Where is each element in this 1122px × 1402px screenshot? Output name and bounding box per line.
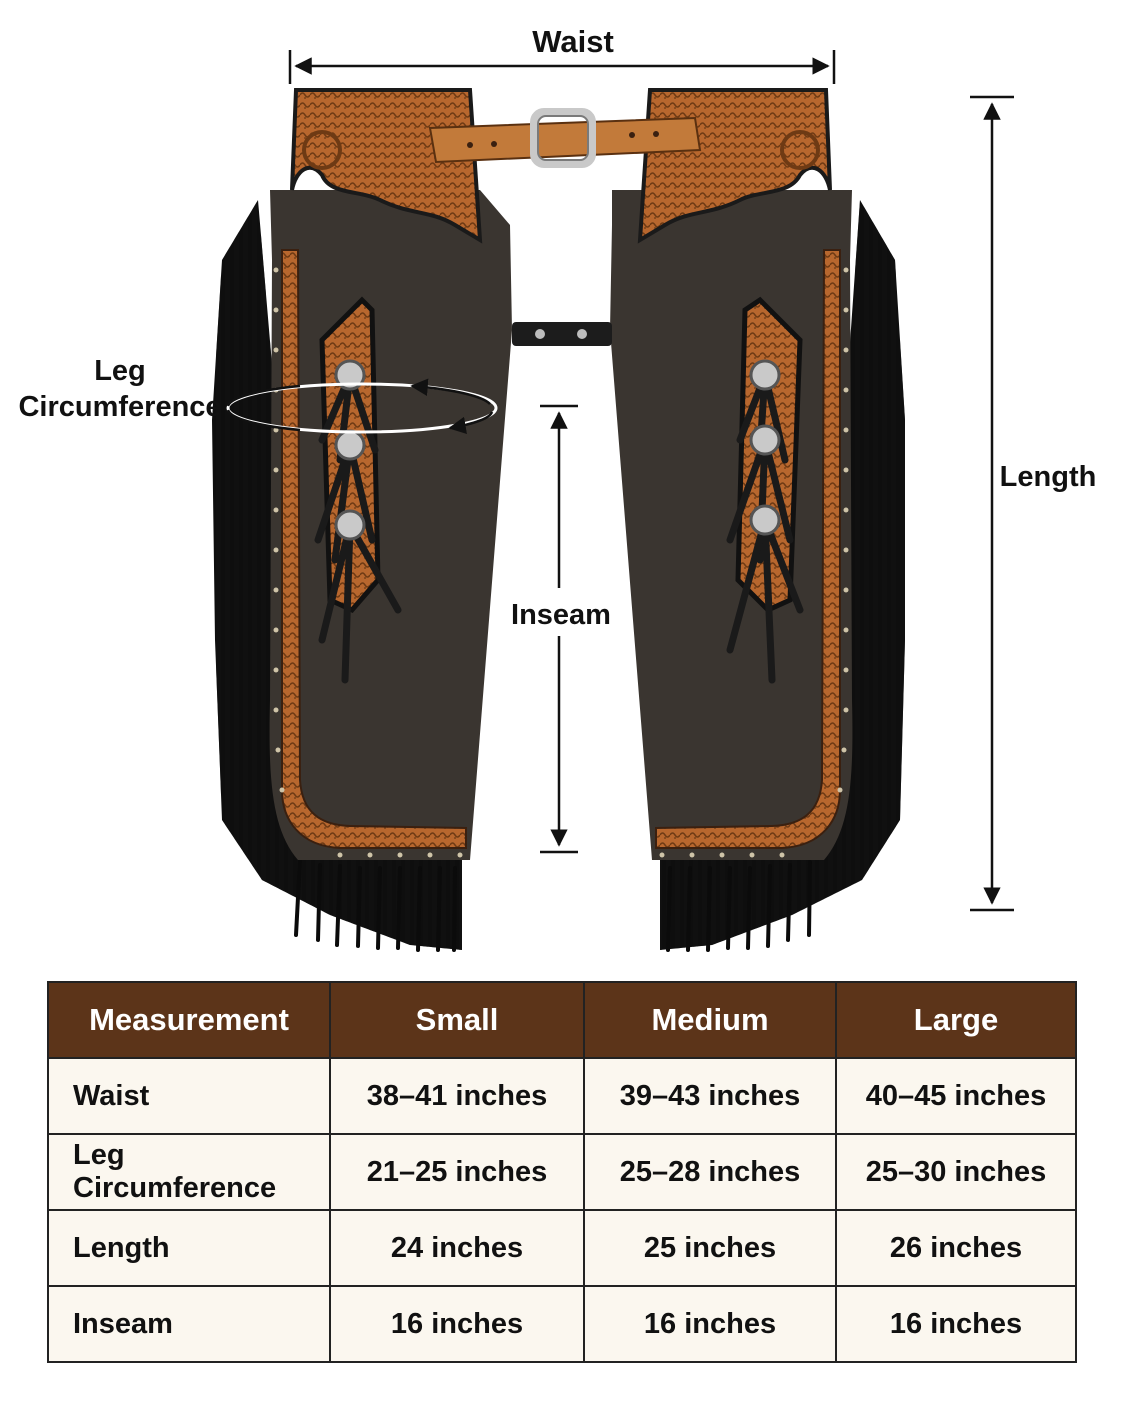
inseam-dimension: Inseam [511, 404, 611, 854]
belt [428, 108, 702, 168]
cell-small: 21–25 inches [329, 1133, 585, 1211]
leg-circumference-label-line2: Circumference [18, 391, 221, 423]
right-conchos [726, 359, 804, 684]
row-label: Waist [47, 1057, 331, 1135]
cell-medium: 25–28 inches [583, 1133, 837, 1211]
chaps-diagram: Waist Length Inseam Leg Circumference [18, 24, 1097, 952]
leg-circumference-label-line1: Leg [94, 355, 146, 387]
waist-label: Waist [532, 24, 614, 59]
length-label: Length [1000, 461, 1097, 493]
table-row: Waist 38–41 inches 39–43 inches 40–45 in… [47, 1057, 1077, 1135]
cell-medium: 39–43 inches [583, 1057, 837, 1135]
cell-large: 25–30 inches [835, 1133, 1077, 1211]
cell-small: 16 inches [329, 1285, 585, 1363]
table-row: Inseam 16 inches 16 inches 16 inches [47, 1285, 1077, 1363]
belt-buckle [530, 108, 596, 168]
header-measurement: Measurement [47, 981, 331, 1059]
row-label: Inseam [47, 1285, 331, 1363]
cell-large: 26 inches [835, 1209, 1077, 1287]
cell-medium: 25 inches [583, 1209, 837, 1287]
cell-large: 40–45 inches [835, 1057, 1077, 1135]
cell-small: 24 inches [329, 1209, 585, 1287]
cell-small: 38–41 inches [329, 1057, 585, 1135]
length-dimension: Length [970, 95, 1097, 912]
header-small: Small [329, 981, 585, 1059]
table-header-row: Measurement Small Medium Large [47, 981, 1077, 1059]
left-conchos [314, 359, 402, 684]
cell-medium: 16 inches [583, 1285, 837, 1363]
row-label: Length [47, 1209, 331, 1287]
fringe-bottom-strands [294, 858, 812, 952]
table-row: Length 24 inches 25 inches 26 inches [47, 1209, 1077, 1287]
row-label: Leg Circumference [47, 1133, 331, 1211]
waist-dimension: Waist [288, 24, 836, 84]
header-large: Large [835, 981, 1077, 1059]
cell-large: 16 inches [835, 1285, 1077, 1363]
inseam-label: Inseam [511, 599, 611, 631]
header-medium: Medium [583, 981, 837, 1059]
left-leg [269, 190, 512, 860]
right-leg [610, 190, 853, 860]
crotch-strap [512, 322, 612, 346]
leg-circumference-dimension: Leg Circumference [18, 355, 498, 435]
size-chart-table: Measurement Small Medium Large Waist 38–… [47, 981, 1077, 1363]
table-row: Leg Circumference 21–25 inches 25–28 inc… [47, 1133, 1077, 1211]
